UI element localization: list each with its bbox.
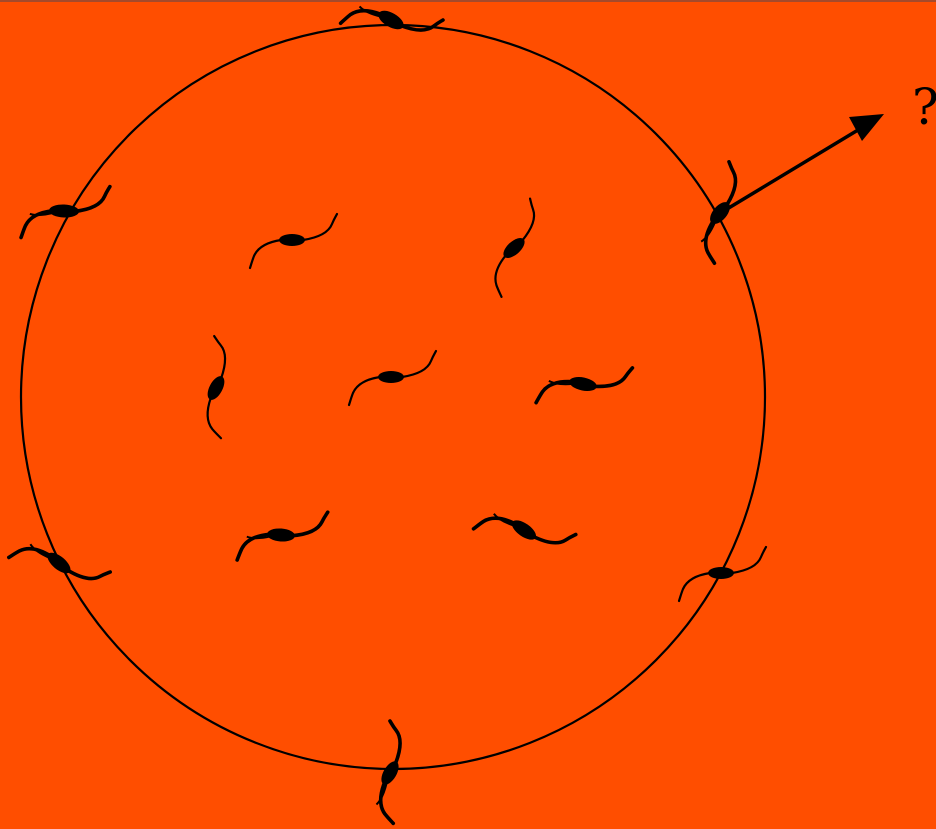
top-border-line <box>0 0 936 2</box>
question-mark-label: ? <box>912 78 936 136</box>
particle-body <box>279 234 305 246</box>
particle-body <box>708 567 734 579</box>
particle-body <box>378 371 404 383</box>
